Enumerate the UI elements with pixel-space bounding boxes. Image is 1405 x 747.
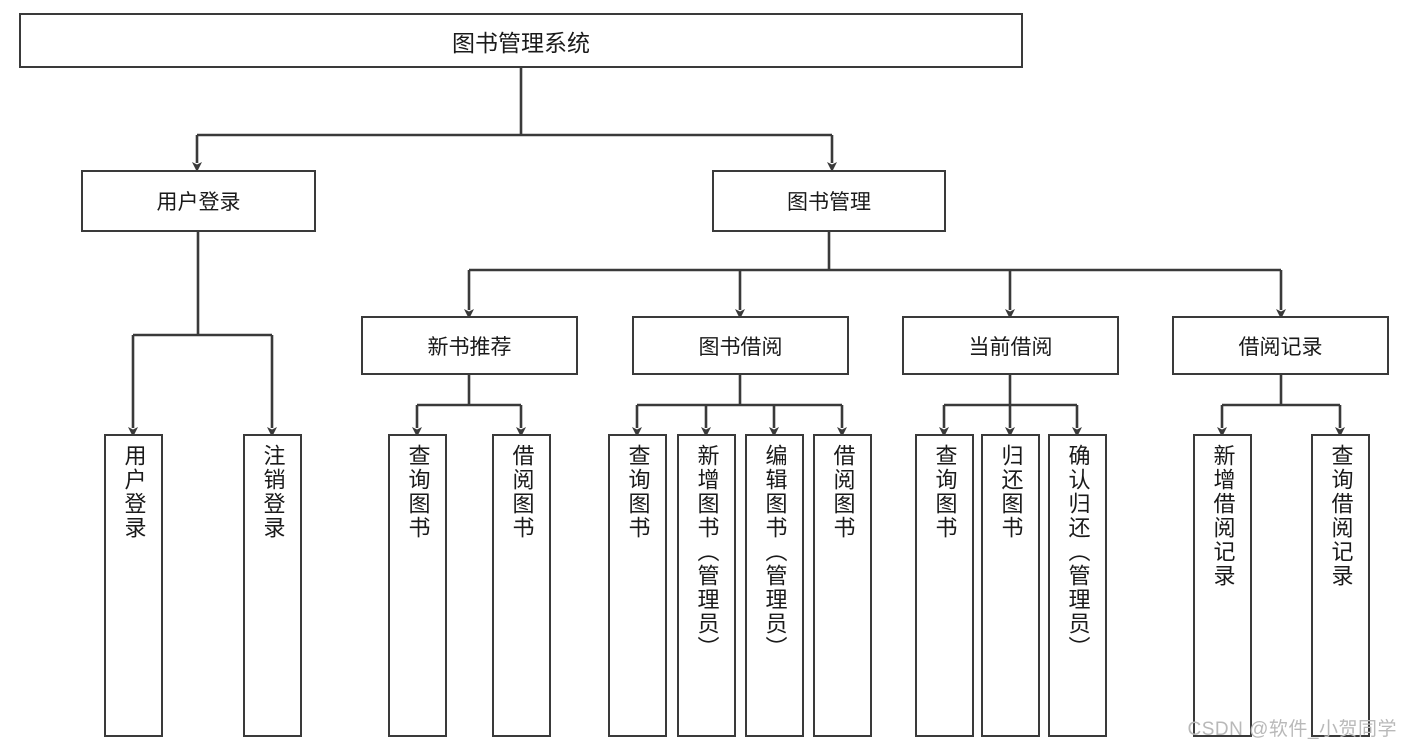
node-label: 确认归还（管理员） [1065, 444, 1091, 660]
node-label: 借阅图书 [509, 444, 535, 540]
leaf-borrow-borrow-book[interactable]: 借阅图书 [813, 434, 872, 737]
leaf-current-return-book[interactable]: 归还图书 [981, 434, 1040, 737]
node-book-borrow[interactable]: 图书借阅 [632, 316, 849, 375]
node-label: 新书推荐 [427, 335, 512, 359]
node-label: 当前借阅 [968, 335, 1053, 359]
node-label: 借阅图书 [830, 444, 856, 540]
leaf-user-logout[interactable]: 注销登录 [243, 434, 302, 737]
leaf-record-add[interactable]: 新增借阅记录 [1193, 434, 1252, 737]
csdn-watermark: CSDN @软件_小贺同学 [1187, 719, 1397, 740]
node-root-system[interactable]: 图书管理系统 [19, 13, 1023, 68]
node-label: 用户登录 [121, 444, 147, 540]
node-new-book-recommend[interactable]: 新书推荐 [361, 316, 578, 375]
leaf-current-confirm-return[interactable]: 确认归还（管理员） [1048, 434, 1107, 737]
node-book-management[interactable]: 图书管理 [712, 170, 946, 232]
node-label: 编辑图书（管理员） [762, 444, 788, 660]
node-user-login[interactable]: 用户登录 [81, 170, 316, 232]
leaf-record-query[interactable]: 查询借阅记录 [1311, 434, 1370, 737]
node-label: 图书借阅 [698, 335, 783, 359]
node-label: 查询图书 [932, 444, 958, 540]
node-label: 查询借阅记录 [1328, 444, 1354, 588]
leaf-recommend-borrow-book[interactable]: 借阅图书 [492, 434, 551, 737]
leaf-borrow-edit-book[interactable]: 编辑图书（管理员） [745, 434, 804, 737]
node-label: 借阅记录 [1238, 335, 1323, 359]
node-label: 图书管理系统 [452, 29, 590, 56]
node-label: 注销登录 [260, 444, 286, 540]
node-label: 图书管理 [787, 191, 871, 214]
leaf-user-login[interactable]: 用户登录 [104, 434, 163, 737]
node-label: 用户登录 [156, 191, 241, 214]
node-label: 查询图书 [625, 444, 651, 540]
node-label: 新增借阅记录 [1210, 444, 1236, 588]
leaf-borrow-add-book[interactable]: 新增图书（管理员） [677, 434, 736, 737]
node-current-borrow[interactable]: 当前借阅 [902, 316, 1119, 375]
node-label: 新增图书（管理员） [694, 444, 720, 660]
leaf-current-query-book[interactable]: 查询图书 [915, 434, 974, 737]
node-label: 归还图书 [998, 444, 1024, 540]
node-label: 查询图书 [405, 444, 431, 540]
leaf-recommend-query-book[interactable]: 查询图书 [388, 434, 447, 737]
leaf-borrow-query-book[interactable]: 查询图书 [608, 434, 667, 737]
node-borrow-record[interactable]: 借阅记录 [1172, 316, 1389, 375]
